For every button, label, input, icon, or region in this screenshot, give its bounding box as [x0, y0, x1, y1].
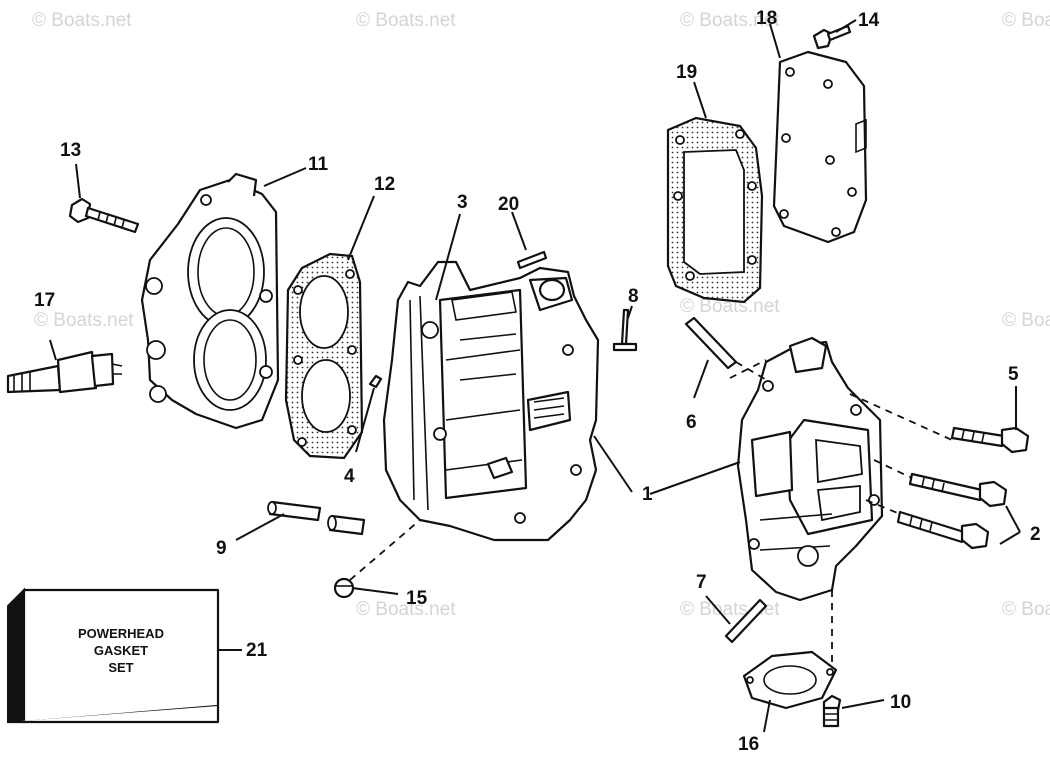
callout-10: 10 [890, 692, 911, 713]
gasket-set-label: GASKET [94, 643, 148, 658]
bolt-icon [333, 577, 355, 599]
callout-5: 5 [1008, 364, 1019, 385]
exhaust-cover-icon [772, 50, 868, 244]
callouts: 1 2 3 4 5 6 7 8 9 10 11 12 13 14 15 16 1… [34, 8, 1041, 755]
bolt-icon [812, 24, 852, 50]
callout-17: 17 [34, 290, 55, 311]
callout-14: 14 [858, 10, 880, 31]
leader-lines [49, 19, 1021, 733]
callout-6: 6 [686, 412, 697, 433]
callout-11: 11 [308, 154, 329, 175]
crankcase-icon [382, 260, 600, 542]
bolt-icon [950, 426, 1030, 454]
callout-4: 4 [344, 466, 355, 487]
watermark: © Boats.net [32, 10, 132, 31]
bolt-icon [68, 197, 140, 234]
gasket-set-label: SET [108, 660, 133, 675]
gasket-set-box-icon [7, 587, 220, 724]
callout-2: 2 [1030, 524, 1041, 545]
watermark: © Boats.net [356, 10, 456, 31]
watermark: © Boats.net [1002, 599, 1050, 620]
spark-plug-icon [6, 350, 123, 394]
callout-19: 19 [676, 62, 697, 83]
gasket-set-label: POWERHEAD [78, 626, 164, 641]
cover-plate-icon [742, 650, 838, 710]
dowel-pin-icon [368, 374, 383, 389]
cylinder-head-icon [140, 172, 280, 430]
callout-9: 9 [216, 538, 227, 559]
dowel-pin-icon [516, 250, 548, 270]
callout-3: 3 [457, 192, 468, 213]
callout-13: 13 [60, 140, 81, 161]
bolt-icon [908, 472, 1008, 508]
dowel-pin-icon [684, 316, 738, 370]
head-gasket-icon [284, 252, 364, 460]
alignment-lines [349, 359, 953, 662]
callout-20: 20 [498, 194, 519, 215]
watermark: © Boats.net [1002, 310, 1050, 331]
watermark: © Boats.net [680, 599, 780, 620]
watermark: © Boats.net [680, 10, 780, 31]
dowel-pin-icon [612, 308, 638, 352]
callout-1: 1 [642, 484, 653, 505]
callout-7: 7 [696, 572, 707, 593]
bolt-icon [896, 510, 990, 550]
callout-12: 12 [374, 174, 395, 195]
callout-18: 18 [756, 8, 777, 29]
callout-15: 15 [406, 588, 428, 609]
dowel-pin-icon [724, 598, 768, 644]
watermark: © Boats.net [680, 296, 780, 317]
intake-manifold-icon [736, 336, 884, 602]
bolt-icon [822, 694, 842, 728]
callout-8: 8 [628, 286, 639, 307]
watermark: © Boats.net [34, 310, 134, 331]
dowel-pin-icon [267, 500, 366, 536]
callout-16: 16 [738, 734, 759, 755]
watermark: © Boats.net [1002, 10, 1050, 31]
watermark: © Boats.net [356, 599, 456, 620]
exhaust-cover-gasket-icon [666, 116, 764, 304]
callout-21: 21 [246, 640, 268, 661]
